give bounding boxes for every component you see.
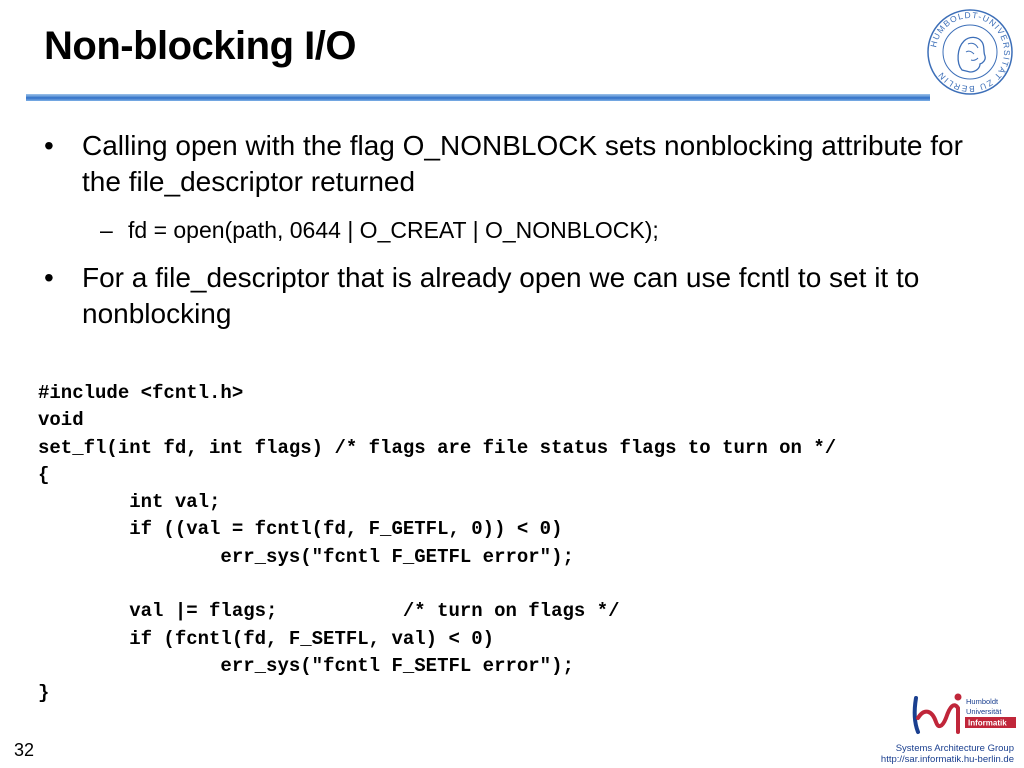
logo-line-universitaet: Universität [966,707,1002,716]
footer-url: http://sar.informatik.hu-berlin.de [880,754,1014,765]
bullet-text: Calling open with the flag O_NONBLOCK se… [82,130,963,197]
title-divider [26,94,930,101]
humboldt-informatik-logo-icon: Humboldt Universität Informatik [912,693,1016,734]
footer-group-name: Systems Architecture Group [895,743,1014,754]
code-listing: #include <fcntl.h> void set_fl(int fd, i… [38,382,837,705]
bullet-marker: • [44,262,54,293]
slide-number: 32 [14,740,35,760]
logo-line-informatik: Informatik [968,719,1007,728]
sub-bullet-text: fd = open(path, 0644 | O_CREAT | O_NONBL… [128,217,659,243]
sub-bullet-marker: – [100,217,113,243]
logo-line-humboldt: Humboldt [966,697,999,706]
humboldt-university-seal-icon: HUMBOLDT-UNIVERSITÄT ZU BERLIN [927,9,1013,95]
bullet-text: For a file_descriptor that is already op… [82,262,920,329]
bullet-marker: • [44,130,54,161]
slide-title: Non-blocking I/O [44,24,356,68]
footer-credits: Systems Architecture Group http://sar.in… [881,743,1014,765]
